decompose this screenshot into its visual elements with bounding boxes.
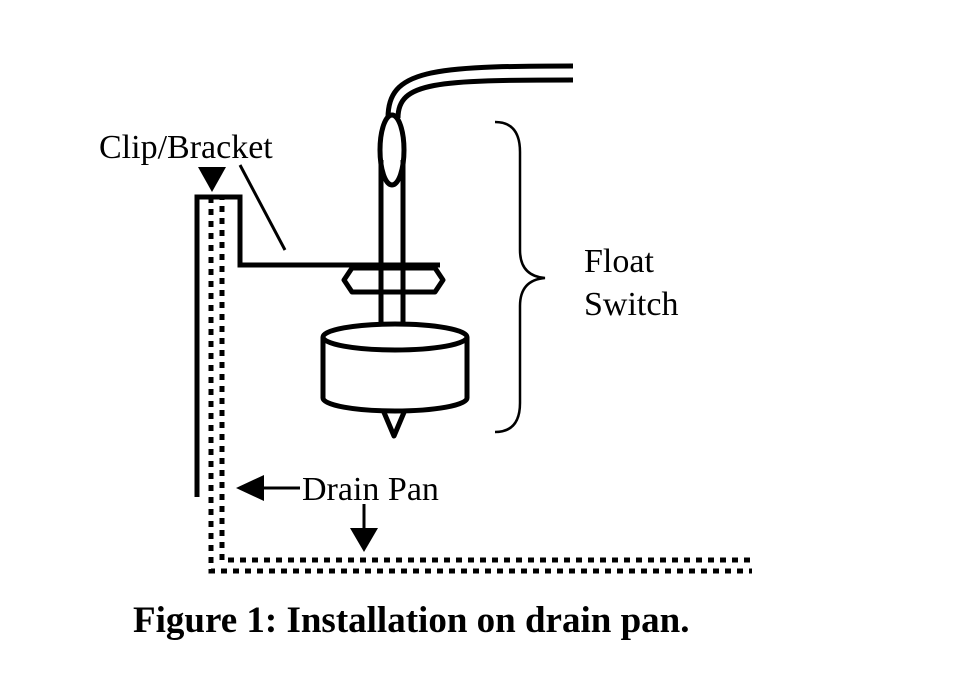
drain-pan-arrow-down — [350, 504, 378, 552]
drain-pan — [208, 197, 752, 574]
float-switch-label-line2: Switch — [584, 286, 678, 323]
stem — [378, 160, 406, 322]
float-bottom — [320, 397, 470, 414]
float-tip — [380, 409, 408, 439]
float-switch-brace — [494, 120, 546, 434]
float-switch-label-line1: Float — [584, 243, 654, 280]
cable-loop — [377, 112, 407, 188]
cable — [395, 77, 574, 119]
clip-bracket-leader — [238, 164, 287, 251]
drain-pan-label: Drain Pan — [302, 471, 439, 508]
float-top — [320, 321, 470, 353]
collar — [341, 265, 446, 295]
cable — [385, 63, 574, 119]
float-switch — [320, 63, 574, 439]
figure-caption: Figure 1: Installation on drain pan. — [133, 600, 689, 641]
clip-bracket-label: Clip/Bracket — [99, 129, 273, 166]
clip-bracket — [194, 194, 440, 497]
drain-pan-arrow-left — [236, 475, 300, 501]
float-body — [320, 337, 470, 398]
clip-bracket-arrow — [198, 167, 226, 192]
